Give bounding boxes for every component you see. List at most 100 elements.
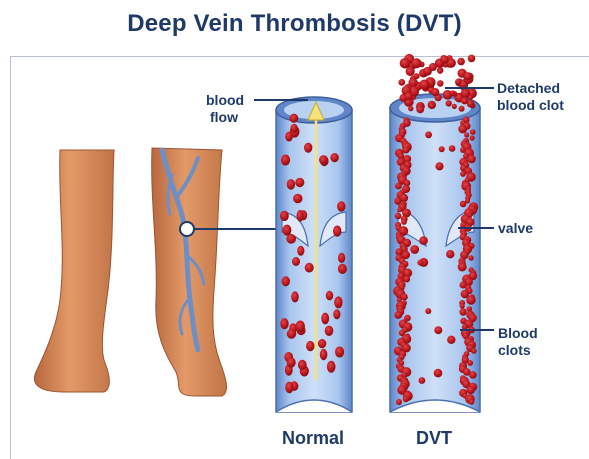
label-clots-line1: Blood: [498, 325, 538, 342]
clot-particle: [460, 201, 467, 208]
blood-cell: [321, 313, 329, 325]
label-detached-clot: Detached blood clot: [497, 80, 564, 114]
clot-particle: [434, 369, 443, 378]
clot-particle: [423, 67, 432, 76]
clot-particle: [431, 88, 439, 96]
clot-particle: [459, 308, 466, 315]
clot-particle: [434, 326, 442, 334]
blood-cell: [334, 296, 342, 308]
clot-particle: [461, 89, 470, 98]
clot-particle: [452, 104, 457, 109]
blood-cell: [333, 309, 340, 319]
blood-cell: [295, 321, 305, 333]
clot-particle: [460, 303, 465, 308]
blood-cell: [287, 357, 296, 367]
clot-particle: [397, 208, 402, 213]
blood-cell: [298, 360, 307, 370]
clot-particle: [396, 399, 402, 405]
clot-particle: [468, 55, 476, 63]
blood-cell: [293, 194, 302, 203]
clot-particle: [466, 295, 475, 304]
clot-particle: [469, 371, 477, 379]
clot-particle: [419, 80, 429, 90]
clot-particle: [410, 245, 419, 254]
clot-particle: [437, 68, 443, 74]
label-detached-line2: blood clot: [497, 97, 564, 114]
label-blood-clots: Blood clots: [498, 325, 538, 359]
blood-cell: [291, 124, 298, 133]
clot-particle: [439, 146, 445, 152]
clot-particle: [395, 213, 402, 220]
clot-particle: [459, 106, 465, 112]
blood-cell: [291, 291, 299, 302]
clot-particle: [450, 90, 455, 95]
clot-particle: [411, 58, 421, 68]
blood-cell: [338, 253, 345, 263]
clot-particle: [460, 171, 466, 177]
blood-cell: [304, 143, 312, 153]
clot-particle: [447, 336, 455, 344]
label-blood-flow-line1: blood: [206, 92, 244, 109]
clot-particle: [440, 55, 449, 64]
clot-particle: [469, 399, 475, 405]
clot-particle: [467, 155, 476, 164]
blood-cell: [330, 153, 338, 162]
blood-cell: [285, 382, 293, 394]
blood-cell: [305, 263, 314, 273]
clot-particle: [416, 106, 424, 114]
clot-particle: [395, 183, 402, 190]
clot-particle: [470, 129, 476, 135]
clot-particle: [417, 260, 423, 266]
clot-particle: [435, 162, 443, 170]
blood-cell: [282, 276, 290, 286]
blood-cell: [282, 225, 291, 236]
clot-particle: [419, 236, 428, 245]
clot-particle: [408, 78, 417, 87]
blood-cell: [335, 347, 344, 358]
label-valve: valve: [498, 220, 533, 237]
clot-particle: [455, 79, 461, 85]
clot-particle: [471, 348, 477, 354]
blood-cell: [281, 155, 290, 166]
clot-particle: [419, 377, 426, 384]
clot-particle: [437, 80, 444, 87]
clot-particle: [458, 263, 467, 272]
clot-particle: [401, 294, 408, 301]
blood-cell: [326, 291, 333, 301]
clot-particle: [400, 58, 411, 69]
clot-particle: [468, 255, 473, 260]
blood-cell: [297, 210, 304, 222]
clot-particle: [466, 386, 475, 395]
caption-normal: Normal: [282, 428, 344, 449]
blood-cell: [325, 326, 334, 336]
blood-cell: [338, 264, 347, 274]
clot-particle: [457, 58, 465, 66]
clot-particle: [458, 125, 467, 134]
clot-particle: [425, 131, 432, 138]
clot-particle: [398, 79, 405, 86]
label-clots-line2: clots: [498, 342, 538, 359]
clot-particle: [464, 72, 472, 80]
blood-cell: [297, 246, 304, 256]
caption-dvt: DVT: [416, 428, 452, 449]
blood-cell: [290, 114, 299, 123]
label-blood-flow-line2: flow: [206, 109, 244, 126]
clot-particle: [446, 250, 454, 258]
clot-particle: [405, 92, 413, 100]
blood-cell: [280, 318, 288, 329]
blood-cell: [295, 178, 304, 187]
label-blood-flow: blood flow: [206, 92, 244, 126]
blood-cell: [319, 155, 328, 165]
clot-particle: [394, 311, 402, 319]
label-detached-line1: Detached: [497, 80, 564, 97]
leg-normal: [34, 150, 114, 392]
blood-cell: [292, 257, 300, 266]
blood-cell: [287, 179, 295, 190]
clot-particle: [408, 106, 413, 111]
clot-particle: [470, 135, 475, 140]
clot-particle: [429, 103, 435, 109]
clot-particle: [446, 100, 452, 106]
clot-particle: [449, 145, 456, 152]
blood-cell: [337, 201, 345, 211]
clot-particle: [403, 396, 409, 402]
